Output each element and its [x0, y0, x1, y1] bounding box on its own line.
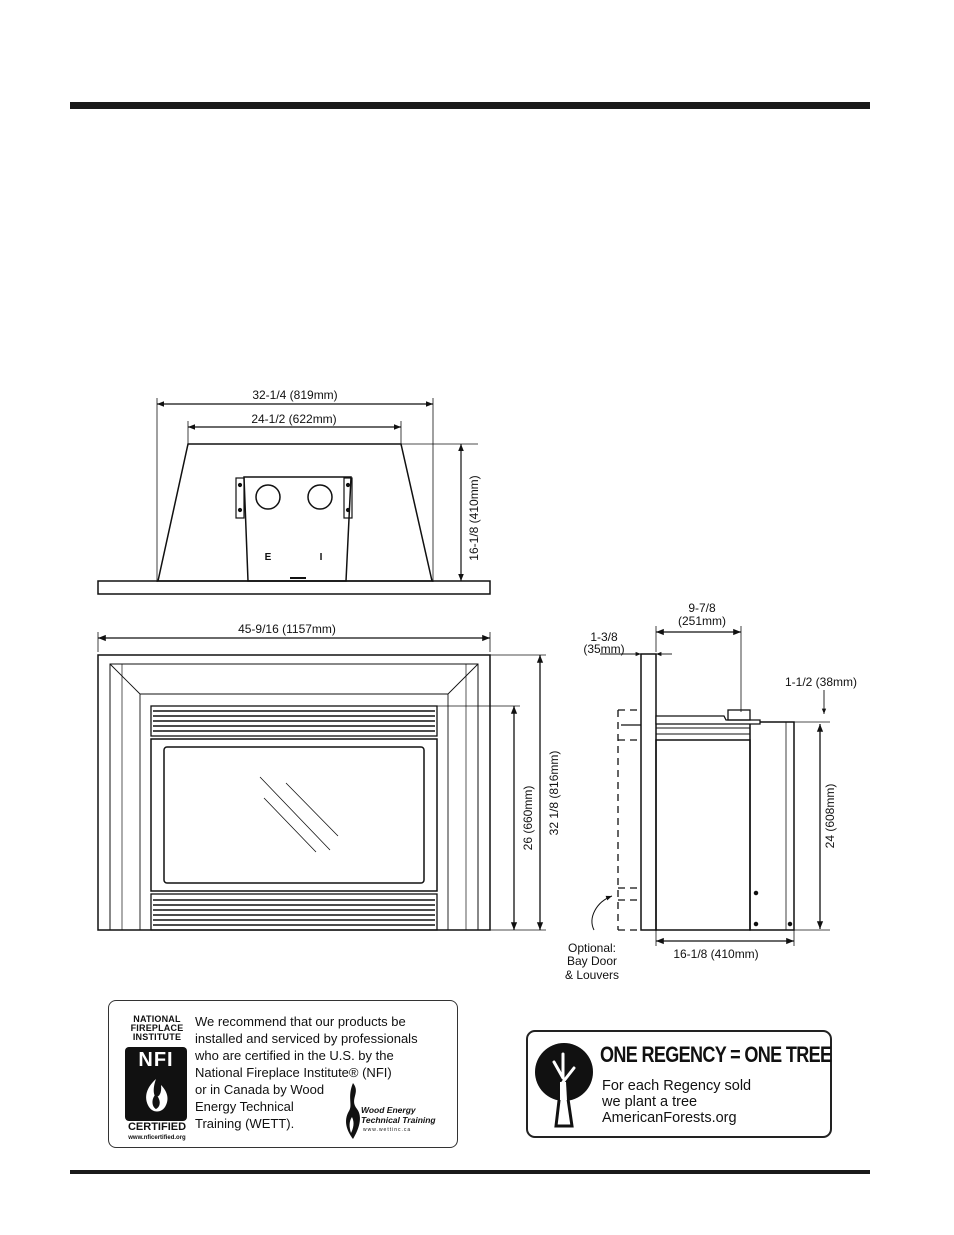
dim-offset-side: 1-1/2 (38mm) — [785, 675, 857, 689]
nfi-flame-icon — [125, 1047, 187, 1121]
faceplate-top — [97, 580, 491, 595]
top-view — [97, 398, 491, 595]
nfi-notice-box: NATIONAL FIREPLACE INSTITUTE NFI CERTIFI… — [108, 1000, 458, 1148]
dim-faceplate-line2: (35mm) — [583, 642, 624, 656]
nfi-line-2: installed and serviced by professionals — [195, 1031, 418, 1046]
nfi-certified-label: CERTIFIED — [127, 1121, 187, 1133]
top-rule — [70, 102, 870, 109]
glass-panel — [163, 746, 425, 884]
bottom-rule — [70, 1170, 870, 1174]
bracket-left — [235, 477, 245, 519]
door-frame — [150, 738, 438, 892]
vent-collar-side — [655, 715, 761, 725]
tree-title: ONE REGENCY = ONE TREE — [600, 1042, 832, 1067]
exhaust-vent-circle — [255, 484, 281, 510]
dim-back-width-top: 24-1/2 (622mm) — [251, 412, 336, 426]
optional-label-line3: & Louvers — [565, 968, 619, 982]
one-tree-box: ONE REGENCY = ONE TREE For each Regency … — [526, 1030, 832, 1138]
optional-label-line2: Bay Door — [567, 954, 617, 968]
dim-opening-height: 26 (660mm) — [521, 786, 535, 851]
top-louver — [150, 705, 438, 737]
tree-icon — [535, 1043, 593, 1128]
dim-depth-top: 16-1/8 (410mm) — [467, 475, 481, 560]
dim-overall-width-top: 32-1/4 (819mm) — [252, 388, 337, 402]
intake-vent-circle — [307, 484, 333, 510]
nfi-line-1: We recommend that our products be — [195, 1014, 406, 1029]
dim-overall-width-front: 45-9/16 (1157mm) — [238, 622, 336, 636]
tree-line-2: we plant a tree — [602, 1094, 698, 1110]
intake-label: I — [320, 552, 323, 563]
side-view — [591, 626, 830, 946]
tree-body: For each Regency sold we plant a tree Am… — [602, 1078, 751, 1126]
nfi-recommendation-text: We recommend that our products be instal… — [195, 1013, 453, 1132]
tree-line-1: For each Regency sold — [602, 1078, 752, 1094]
faceplate-side — [640, 653, 657, 931]
dim-faceplate-line1: 1-3/8 — [590, 630, 618, 644]
firebox-side — [655, 739, 751, 931]
nfi-line-7: Training (WETT). — [195, 1116, 295, 1131]
nfi-line-3: who are certified in the U.S. by the — [195, 1048, 394, 1063]
dim-top-depth-side-line2: (251mm) — [678, 614, 726, 628]
tree-line-3: AmericanForests.org — [602, 1110, 737, 1126]
nfi-line-5: or in Canada by Wood — [195, 1082, 325, 1097]
front-view — [97, 632, 546, 931]
dim-height-side: 24 (608mm) — [823, 784, 837, 849]
vent-box-top — [243, 476, 352, 582]
dim-bottom-depth-side: 16-1/8 (410mm) — [673, 947, 758, 961]
bracket-right — [343, 477, 353, 519]
exhaust-label: E — [265, 552, 272, 563]
wett-title: Wood Energy Technical Training — [361, 1105, 436, 1125]
faceplate-front — [97, 654, 491, 931]
dimension-drawing: 32-1/4 (819mm) 24-1/2 (622mm) 16-1/8 (41… — [97, 388, 857, 982]
nfi-url: www.nficertified.org — [128, 1135, 186, 1141]
nfi-logo: NATIONAL FIREPLACE INSTITUTE NFI CERTIFI… — [117, 1011, 197, 1141]
nfi-line-6: Energy Technical — [195, 1099, 294, 1114]
nfi-logo-title: NATIONAL FIREPLACE INSTITUTE — [130, 1014, 184, 1042]
dim-overall-height: 32 1/8 (816mm) — [547, 751, 561, 836]
optional-label-line1: Optional: — [568, 941, 616, 955]
wett-flame-icon — [346, 1083, 360, 1139]
wett-logo: Wood Energy Technical Training www.wetti… — [343, 1081, 453, 1141]
firebox-outline-top — [157, 443, 433, 582]
wett-url: www.wettinc.ca — [363, 1127, 412, 1133]
dim-top-depth-side-line1: 9-7/8 — [688, 601, 716, 615]
nfi-line-4: National Fireplace Institute® (NFI) — [195, 1065, 392, 1080]
bottom-louver — [150, 893, 438, 931]
nfi-mark-letters: NFI — [138, 1049, 174, 1071]
